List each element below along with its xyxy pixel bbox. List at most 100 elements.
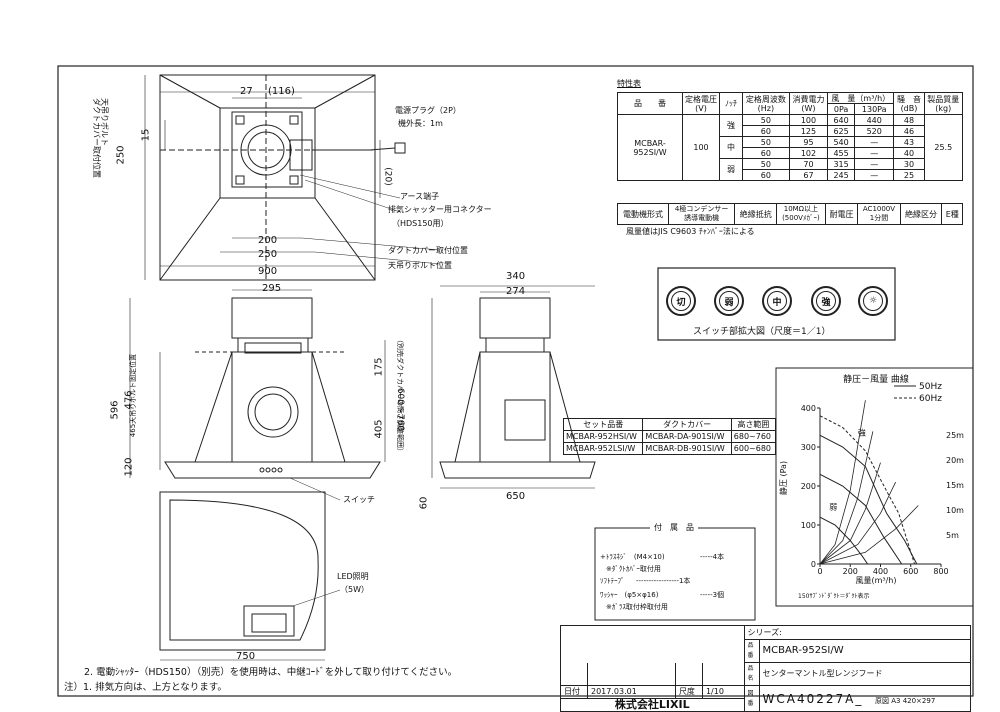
tb-scale: 1/10 xyxy=(701,685,745,699)
spec-cell: — xyxy=(854,169,895,181)
spec-cell: 245 xyxy=(827,169,856,181)
spec-mass: 25.5 xyxy=(923,114,964,181)
fan-curve-0 xyxy=(819,434,918,565)
spec-cell: 50 xyxy=(742,158,790,170)
spec-withstand-v: AC1000V 1分間 xyxy=(857,203,901,225)
set-cell: MCBAR-952HSI/W xyxy=(562,430,644,443)
accessory-1-name: +ﾄﾗｽﾈｼﾞ (M4×10) xyxy=(600,553,665,561)
tb-drawing: WCA40227A_ xyxy=(758,685,971,712)
switch-off-icon: 切 xyxy=(666,286,696,316)
spec-cell: 455 xyxy=(827,147,856,159)
switch-caption: スイッチ部拡大図（尺度＝1／1） xyxy=(690,328,834,337)
bottom-view xyxy=(159,491,341,661)
label-switch: スイッチ xyxy=(343,495,375,504)
switch-mid-icon: 中 xyxy=(762,286,792,316)
spec-table: 品 番 定格電圧 (V) ﾉｯﾁ 定格周波数 (Hz) 消費電力 (W) 風 量… xyxy=(617,92,964,181)
label-duct-cover-pos: ダクトカバー取付位置 xyxy=(388,246,468,255)
notch-label-weak: 弱 xyxy=(829,502,837,511)
label-bolt-range: 465天吊りボルト固定位置 xyxy=(129,353,138,438)
spec-cell: 640 xyxy=(827,114,856,126)
spec-h-voltage: 定格電圧 (V) xyxy=(682,92,720,115)
dim-200: 200 xyxy=(258,235,278,246)
spec-notch: 弱 xyxy=(719,158,743,181)
spec-class-h: 絶縁区分 xyxy=(899,203,943,225)
note-2: 2. 電動ｼｬｯﾀｰ（HDS150）（別売）を使用時は、中継ｺｰﾄﾞを外して取り… xyxy=(84,667,458,678)
y-tick-label: 100 xyxy=(801,521,816,530)
label-shutter-connector: 排気シャッター用コネクター xyxy=(388,205,492,214)
spec-cell: — xyxy=(854,147,895,159)
duct-curve-5m xyxy=(819,505,919,565)
accessory-2-qty: -----------------1本 xyxy=(636,577,691,585)
switch-high-icon: 強 xyxy=(811,286,841,316)
spec-h-air: 風 量（m³/h） xyxy=(827,92,895,104)
front-view xyxy=(129,289,433,501)
duct-label-25m: 25m xyxy=(946,431,964,440)
dim-900: 900 xyxy=(258,266,278,277)
switch-panel-box xyxy=(657,267,896,341)
label-bolt-pos: 天吊りボルト位置 xyxy=(388,261,452,270)
tb-drawing-h: 図番 xyxy=(743,685,760,712)
spec-cell: 95 xyxy=(788,136,829,148)
y-tick-label: 300 xyxy=(801,443,816,452)
spec-cell: 30 xyxy=(893,158,925,170)
spec-cell: 46 xyxy=(893,125,925,137)
spec-note: 風量値はJIS C9603 ﾁｬﾝﾊﾞｰ法による xyxy=(626,227,755,236)
duct-curve-10m xyxy=(819,481,896,565)
spec-cell: 440 xyxy=(854,114,895,126)
x-tick-label: 0 xyxy=(817,567,822,576)
duct-label-20m: 20m xyxy=(946,456,964,465)
dim-20: (20) xyxy=(382,167,393,186)
dim-175: 175 xyxy=(373,357,385,377)
spec-cell: 60 xyxy=(742,147,790,159)
set-header: セット品番 xyxy=(562,418,644,431)
dim-750: 750 xyxy=(236,651,256,662)
spec-h-air-130: 130Pa xyxy=(854,103,895,115)
spec-cell: — xyxy=(854,136,895,148)
spec-class-v: E種 xyxy=(941,203,963,225)
spec-cell: 625 xyxy=(827,125,856,137)
set-cell: 600~680 xyxy=(730,442,777,455)
spec-notch: 中 xyxy=(719,136,743,159)
top-view xyxy=(144,74,441,281)
spec-cell: 60 xyxy=(742,125,790,137)
accessory-2-name: ｿﾌﾄﾃｰﾌﾟ xyxy=(600,577,625,585)
legend-60hz: 60Hz xyxy=(919,394,942,404)
spec-cell: 60 xyxy=(742,169,790,181)
chart-xlabel: 風量(m³/h) xyxy=(855,576,896,585)
accessory-1-note: ※ﾀﾞｸﾄｶﾊﾞｰ取付用 xyxy=(606,565,661,573)
spec-cell: 67 xyxy=(788,169,829,181)
spec-table-2: 電動機形式 4極コンデンサー 誘導電動機 絶縁抵抗 10MΩ以上 (500Vﾒｶ… xyxy=(616,203,963,225)
dim-120: 120 xyxy=(123,457,135,477)
spec-h-noise: 騒 音 (dB) xyxy=(893,92,925,115)
chart-ylabel: 静圧 (Pa) xyxy=(778,461,788,495)
spec-h-notch: ﾉｯﾁ xyxy=(719,92,743,115)
set-header: ダクトカバー xyxy=(642,418,732,431)
label-led: LED照明 xyxy=(337,572,369,581)
x-tick-label: 800 xyxy=(933,567,948,576)
x-tick-label: 200 xyxy=(843,567,858,576)
tb-name: センターマントル型レンジフード xyxy=(758,662,971,686)
switch-low-icon: 弱 xyxy=(714,286,744,316)
spec-cell: 50 xyxy=(742,114,790,126)
dim-405: 405 xyxy=(373,419,385,439)
spec-h-freq: 定格周波数 (Hz) xyxy=(742,92,790,115)
spec-cell: 125 xyxy=(788,125,829,137)
switch-light-icon: ☼ xyxy=(858,286,888,316)
tb-name-h: 品名 xyxy=(743,662,760,686)
spec-h-air-0: 0Pa xyxy=(827,103,856,115)
tb-paper: 原図 A3 420×297 xyxy=(875,697,936,705)
dim-340: 340 xyxy=(506,271,526,282)
spec-cell: 100 xyxy=(788,114,829,126)
tb-model: MCBAR-952SI/W xyxy=(758,639,971,663)
label-duct-height-note: （別売ダクトカバーの高さ調整範囲） xyxy=(396,336,404,455)
tb-company: 株式会社LIXIL xyxy=(560,698,745,712)
dim-60: 60 xyxy=(418,496,430,510)
tb-series: シリーズ: xyxy=(743,625,971,640)
tb-date-h: 日付 xyxy=(560,685,588,699)
dim-15: 15 xyxy=(140,128,152,142)
set-cell: 680~760 xyxy=(730,430,777,443)
legend-50hz: 50Hz xyxy=(919,382,942,392)
accessories-title: 付 属 品 xyxy=(650,524,698,532)
accessory-3-name: ﾜｯｼｬｰ (φ5×φ16) xyxy=(600,591,659,599)
